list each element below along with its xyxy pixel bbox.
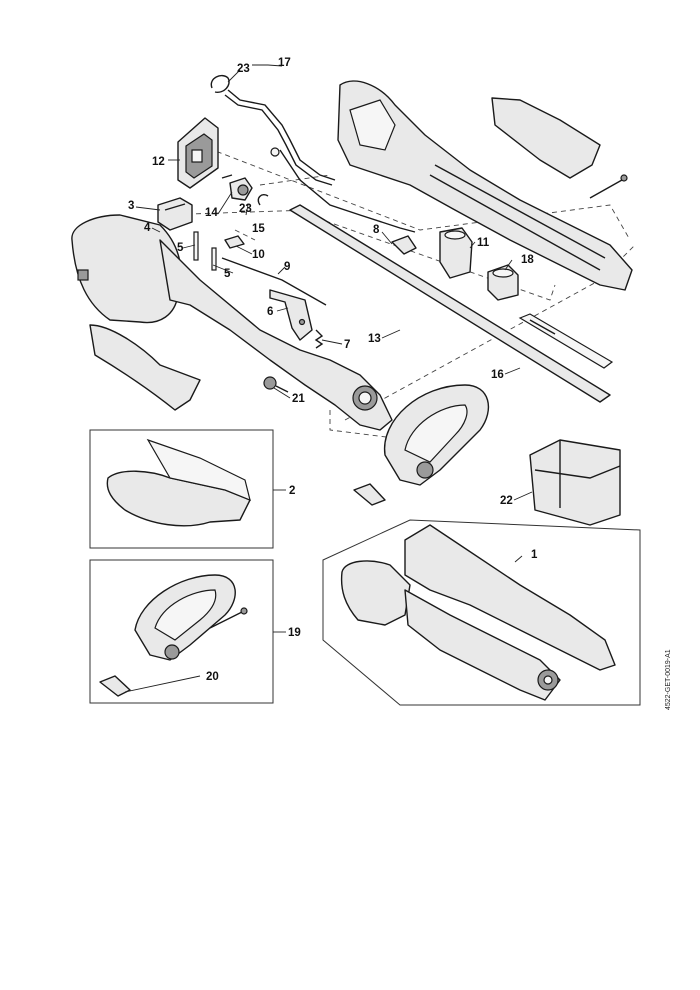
motor-housing-left [71,214,393,431]
callout-7: 7 [344,339,350,351]
callout-20: 20 [206,671,219,683]
part-9-throttle-rod [221,257,327,306]
callout-22: 22 [500,495,513,507]
part-13-drive-tube [289,204,611,403]
part-16-shaft [518,313,614,369]
handle-housing-right [337,80,633,291]
part-3-contact-bracket [157,197,193,231]
callout-labels: 17 23 12 3 4 5 5 14 23 15 10 9 6 7 8 11 … [128,57,538,683]
callout-2: 2 [289,485,295,497]
callout-16: 16 [491,369,504,381]
callout-5-lower: 5 [224,268,231,280]
callout-23-mid: 23 [239,203,252,215]
part-11-fitting [439,227,473,279]
loop-handle-main [353,384,490,506]
part-17-wire-harness [224,89,416,233]
callout-21: 21 [292,393,305,405]
callout-8: 8 [373,224,380,236]
drawing-reference-code: 4522-GET-0019-A1 [665,649,672,710]
handle-cover-top [491,97,601,179]
grip-sleeve [89,324,201,411]
part-20-knob [99,675,131,697]
part-21-screw [263,376,289,393]
callout-5-upper: 5 [177,242,184,254]
top-right-screw [589,174,628,199]
part-14-connector [221,174,269,206]
detail-box-part-19 [89,559,274,704]
callout-15: 15 [252,223,265,235]
part-12-switch-box [177,117,219,189]
callout-19: 19 [288,627,301,639]
callout-23-top: 23 [237,63,250,75]
part-5-pins [193,231,217,271]
callout-6: 6 [267,306,273,318]
callout-1: 1 [531,549,538,561]
callout-13: 13 [368,333,381,345]
callout-11: 11 [477,237,490,249]
callout-18: 18 [521,254,534,266]
part-19-loop-handle [134,574,248,661]
callout-4: 4 [144,222,151,234]
detail-box-part-1 [322,519,641,706]
leader-lines [124,64,533,693]
part-18-collar [487,264,519,301]
part-23-cable-tie-top [210,74,230,93]
part-6-trigger [269,289,313,341]
callout-10: 10 [252,249,265,261]
callout-3: 3 [128,200,134,212]
part-7-spring [314,329,324,349]
callout-12: 12 [152,156,165,168]
part-10-clip [224,235,245,249]
part-2-grip-cover [106,438,251,527]
callout-14: 14 [205,207,218,219]
callout-9: 9 [284,261,290,273]
part-1-complete-handle [340,524,616,701]
part-22-cover [529,439,621,526]
callout-17: 17 [278,57,291,69]
detail-box-part-2 [89,429,274,549]
part-8-lever [391,235,417,255]
